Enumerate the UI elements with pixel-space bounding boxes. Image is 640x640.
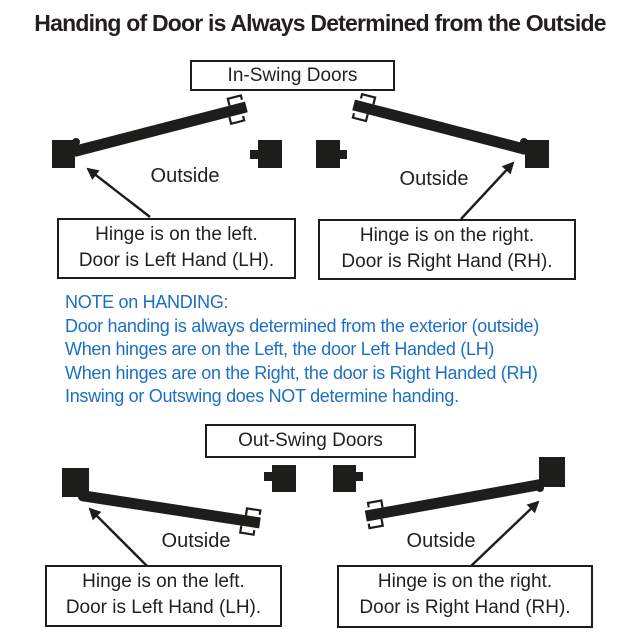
hinge-pin-icon	[72, 138, 80, 146]
strike-plate	[339, 150, 347, 159]
caption-line: Hinge is on the left.	[95, 224, 258, 245]
caption-box-out-right: Hinge is on the right. Door is Right Han…	[337, 565, 593, 628]
strike-jamb	[333, 465, 356, 492]
out-swing-right-doorway	[333, 457, 565, 567]
out-swing-left-doorway	[62, 465, 296, 567]
strike-jamb	[258, 140, 282, 168]
caption-box-out-left: Hinge is on the left. Door is Left Hand …	[45, 565, 282, 627]
door-handle-icon	[226, 94, 244, 106]
caption-line: Hinge is on the right.	[377, 571, 553, 592]
note-line: Door handing is always determined from t…	[65, 315, 539, 336]
note-line: When hinges are on the Right, the door i…	[65, 362, 538, 383]
door-handle-icon	[359, 92, 377, 105]
hinge-pointer-arrow	[86, 167, 151, 218]
door-handle-icon	[228, 115, 246, 126]
caption-line: Hinge is on the right.	[359, 225, 535, 246]
section-label-out-swing: Out-Swing Doors	[205, 424, 416, 458]
strike-jamb	[272, 465, 296, 492]
door-handle-icon	[239, 525, 256, 536]
door-handle-icon	[351, 112, 369, 123]
door-handle-icon	[367, 518, 385, 530]
hinge-pointer-arrow	[470, 500, 540, 567]
caption-line: Door is Left Hand (LH).	[65, 597, 262, 618]
note-line: Inswing or Outswing does NOT determine h…	[65, 386, 459, 406]
strike-plate	[355, 472, 363, 481]
in-swing-left-doorway	[52, 94, 282, 218]
door-handle-icon	[244, 507, 262, 516]
hinge-pointer-arrow	[460, 161, 515, 220]
caption-line: Hinge is on the left.	[82, 571, 245, 592]
caption-line: Door is Left Hand (LH).	[78, 250, 275, 271]
hinge-jamb	[52, 140, 75, 168]
section-label-in-swing: In-Swing Doors	[190, 60, 395, 91]
strike-plate	[264, 472, 272, 481]
caption-box-in-right: Hinge is on the right. Door is Right Han…	[318, 219, 576, 280]
caption-box-in-left: Hinge is on the left. Door is Left Hand …	[57, 218, 296, 279]
strike-plate	[250, 150, 258, 159]
door-panel	[72, 94, 248, 157]
hinge-jamb	[525, 140, 549, 168]
strike-jamb	[316, 140, 340, 168]
in-swing-right-doorway	[316, 92, 549, 220]
door-panel	[351, 92, 528, 155]
handing-note: NOTE on HANDING: Door handing is always …	[65, 291, 605, 409]
hinge-pointer-arrow	[88, 507, 148, 567]
hinge-jamb	[539, 457, 565, 487]
door-handle-icon	[366, 499, 384, 508]
outside-label: Outside	[161, 530, 231, 552]
outside-label: Outside	[399, 168, 469, 190]
caption-line: Door is Right Hand (RH).	[341, 251, 553, 272]
note-line: When hinges are on the Left, the door Le…	[65, 339, 495, 359]
note-line: NOTE on HANDING:	[65, 292, 229, 312]
caption-line: Door is Right Hand (RH).	[359, 597, 571, 618]
outside-label: Outside	[150, 165, 220, 187]
page-title: Handing of Door is Always Determined fro…	[34, 10, 606, 36]
outside-label: Outside	[406, 530, 476, 552]
door-panel	[81, 490, 262, 536]
door-panel	[364, 479, 541, 530]
